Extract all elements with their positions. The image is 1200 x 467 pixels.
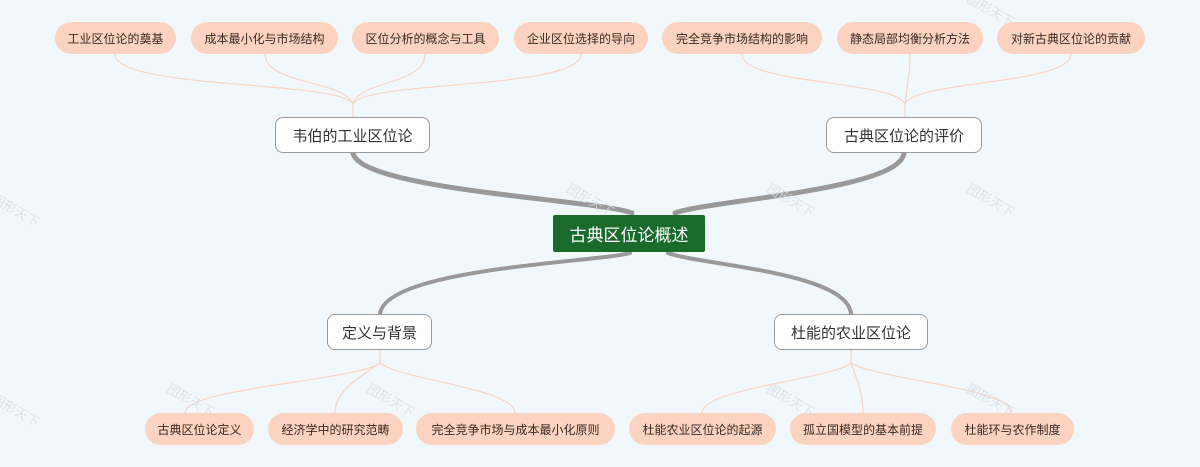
connector-thunen bbox=[666, 251, 853, 316]
leaf-item[interactable]: 工业区位论的奠基 bbox=[55, 22, 176, 54]
leaf-item[interactable]: 杜能环与农作制度 bbox=[951, 413, 1074, 445]
leaf-item[interactable]: 完全竞争市场结构的影响 bbox=[662, 22, 822, 54]
leaf-item[interactable]: 杜能农业区位论的起源 bbox=[629, 413, 776, 445]
leaf-item[interactable]: 企业区位选择的导向 bbox=[514, 22, 648, 54]
leaf-item[interactable]: 古典区位论定义 bbox=[145, 413, 254, 445]
leaf-item[interactable]: 对新古典区位论的贡献 bbox=[997, 22, 1145, 54]
connector-weber bbox=[350, 150, 635, 216]
branch-weber-industrial-location[interactable]: 韦伯的工业区位论 bbox=[275, 117, 430, 153]
leaf-item[interactable]: 成本最小化与市场结构 bbox=[191, 22, 338, 54]
leaf-item[interactable]: 经济学中的研究范畴 bbox=[268, 413, 403, 445]
central-topic[interactable]: 古典区位论概述 bbox=[553, 215, 705, 252]
branch-definition-background[interactable]: 定义与背景 bbox=[327, 314, 432, 350]
connector-evaluation bbox=[672, 150, 907, 216]
branch-classical-evaluation[interactable]: 古典区位论的评价 bbox=[826, 117, 982, 153]
leaf-item[interactable]: 区位分析的概念与工具 bbox=[352, 22, 499, 54]
leaf-item[interactable]: 孤立国模型的基本前提 bbox=[790, 413, 936, 445]
leaf-item[interactable]: 完全竞争市场与成本最小化原则 bbox=[416, 413, 615, 445]
leaf-item[interactable]: 静态局部均衡分析方法 bbox=[837, 22, 983, 54]
connector-definition bbox=[378, 251, 632, 316]
branch-thunen-agricultural-location[interactable]: 杜能的农业区位论 bbox=[774, 314, 928, 350]
